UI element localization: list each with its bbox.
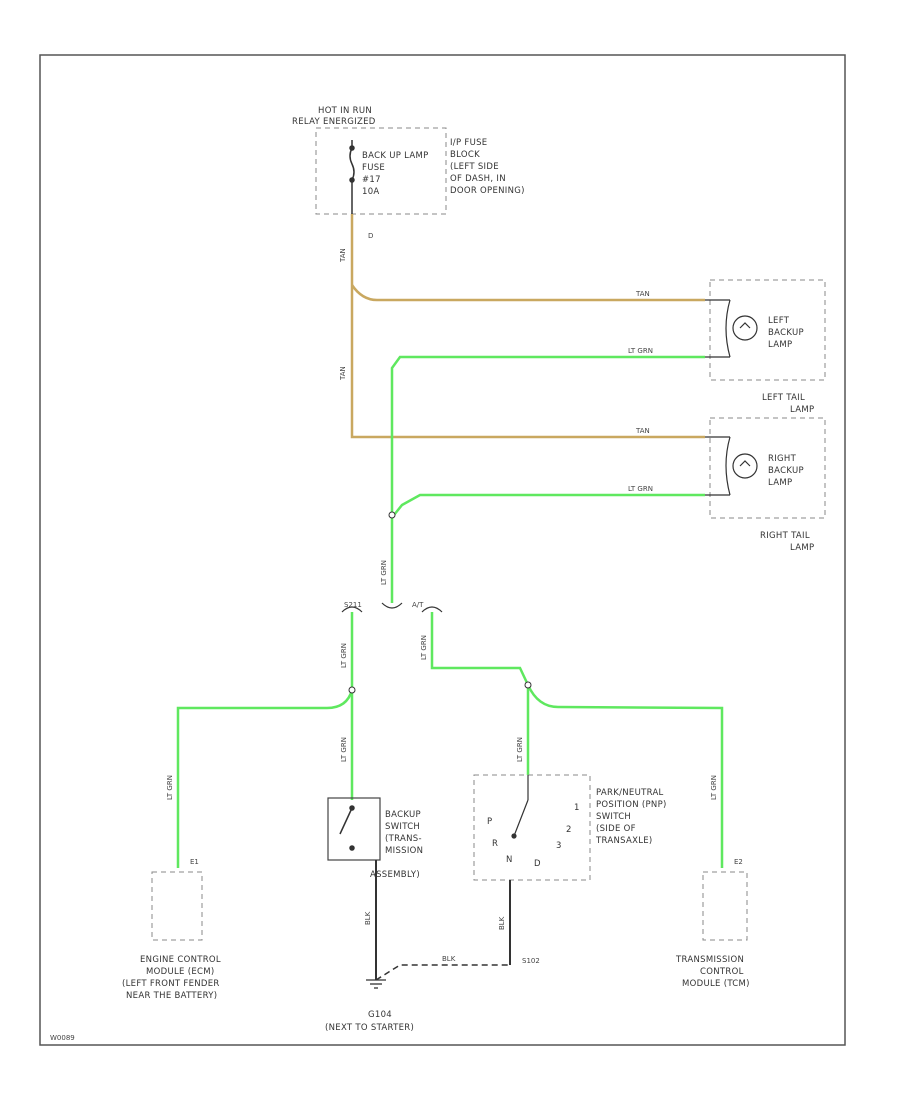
backup-switch-label-2: SWITCH xyxy=(385,822,420,832)
backup-switch-label-3: (TRANS- xyxy=(385,834,422,844)
fuse-symbol xyxy=(349,140,355,214)
wire-label-blk-3: BLK xyxy=(442,955,456,963)
wire-label-tan-4: TAN xyxy=(635,427,650,435)
pnp-pos-n: N xyxy=(506,855,513,865)
right-lamp-label-3: LAMP xyxy=(768,478,792,488)
wire-label-grn-6: LT GRN xyxy=(340,737,348,762)
pnp-switch-box xyxy=(473,774,591,881)
splice-points xyxy=(348,511,532,694)
left-lamp-label-2: BACKUP xyxy=(768,328,804,338)
fuse-line-1: BACK UP LAMP xyxy=(362,151,429,161)
pnp-label-3: SWITCH xyxy=(596,812,631,822)
wire-label-tan-1: TAN xyxy=(339,248,347,263)
left-lamp-label-3: LAMP xyxy=(768,340,792,350)
right-lamp-caption: RIGHT TAIL xyxy=(760,531,810,541)
pnp-label-1: PARK/NEUTRAL xyxy=(596,788,664,798)
wire-label-grn-1: LT GRN xyxy=(628,347,653,355)
ground-label-2: (NEXT TO STARTER) xyxy=(325,1023,414,1033)
backup-switch-box xyxy=(327,797,381,861)
wire-label-grn-7: LT GRN xyxy=(516,737,524,762)
pnp-pos-d: D xyxy=(534,859,541,869)
ground-dashed-wire xyxy=(375,964,510,981)
ecm-label-2: MODULE (ECM) xyxy=(146,967,214,977)
wire-label-tan-3: TAN xyxy=(635,290,650,298)
right-lamp-caption-2: LAMP xyxy=(790,543,814,553)
ground-label: G104 xyxy=(368,1010,392,1020)
pnp-pos-1: 1 xyxy=(574,803,580,813)
backup-switch-icon xyxy=(339,805,355,851)
tcm-box xyxy=(702,871,748,941)
wire-label-tan-2: TAN xyxy=(339,366,347,381)
pnp-label-4: (SIDE OF xyxy=(596,824,636,834)
pnp-pos-3: 3 xyxy=(556,841,562,851)
connector-c2: A/T xyxy=(412,601,424,609)
backup-switch-label-1: BACKUP xyxy=(385,810,421,820)
ecm-box xyxy=(151,871,203,941)
backup-switch-label-5: ASSEMBLY) xyxy=(370,870,420,880)
right-lamp-label-1: RIGHT xyxy=(768,454,797,464)
pnp-label-5: TRANSAXLE) xyxy=(595,836,653,846)
tcm-label-2: CONTROL xyxy=(700,967,744,977)
backup-switch-label-4: MISSION xyxy=(385,846,423,856)
diagram-frame xyxy=(39,54,846,1046)
ecm-label-4: NEAR THE BATTERY) xyxy=(126,991,217,1001)
fuse-line-2: FUSE xyxy=(362,163,385,173)
tan-wires xyxy=(350,214,705,439)
ecm-label-1: ENGINE CONTROL xyxy=(140,955,221,965)
pnp-label-2: POSITION (PNP) xyxy=(596,800,667,810)
green-wires xyxy=(176,355,724,868)
left-lamp-label-1: LEFT xyxy=(768,316,790,326)
wire-label-grn-9: LT GRN xyxy=(710,775,718,800)
black-wires xyxy=(375,860,511,980)
fuse-location-3: (LEFT SIDE xyxy=(450,162,499,172)
pnp-switch-icon xyxy=(511,775,529,839)
wire-label-blk-2: BLK xyxy=(498,916,506,930)
wire-label-grn-4: LT GRN xyxy=(340,643,348,668)
ground-icon xyxy=(366,979,386,989)
right-lamp-label-2: BACKUP xyxy=(768,466,804,476)
fuse-header-2: RELAY ENERGIZED xyxy=(292,117,376,127)
left-lamp-bulb-icon xyxy=(705,299,758,358)
splice-label: S102 xyxy=(522,957,540,965)
fuse-block-box xyxy=(315,127,447,215)
wire-label-grn-3: LT GRN xyxy=(380,560,388,585)
wire-label-blk-1: BLK xyxy=(364,911,372,925)
fuse-location-2: BLOCK xyxy=(450,150,480,160)
fuse-line-4: 10A xyxy=(362,187,380,197)
pnp-pos-r: R xyxy=(492,839,498,849)
ecm-label-3: (LEFT FRONT FENDER xyxy=(122,979,220,989)
fuse-location-1: I/P FUSE xyxy=(450,138,487,148)
left-lamp-box xyxy=(709,279,826,381)
pnp-pos-2: 2 xyxy=(566,825,572,835)
wire-label-grn-8: LT GRN xyxy=(166,775,174,800)
wire-label-grn-2: LT GRN xyxy=(628,485,653,493)
fuse-line-3: #17 xyxy=(362,175,381,185)
ecm-pin: E1 xyxy=(190,858,199,866)
diagram-code: W0089 xyxy=(50,1034,75,1042)
right-lamp-box xyxy=(709,417,826,519)
right-lamp-bulb-icon xyxy=(705,436,758,496)
wire-label-grn-5: LT GRN xyxy=(420,635,428,660)
left-lamp-caption: LEFT TAIL xyxy=(762,393,805,403)
tcm-label-1: TRANSMISSION xyxy=(675,955,744,965)
tcm-pin: E2 xyxy=(734,858,743,866)
left-lamp-caption-2: LAMP xyxy=(790,405,814,415)
pnp-pos-p: P xyxy=(487,817,492,827)
fuse-pin: D xyxy=(368,232,373,240)
connector-break xyxy=(341,602,443,613)
fuse-header-1: HOT IN RUN xyxy=(318,106,372,116)
fuse-location-4: OF DASH, IN xyxy=(450,174,506,184)
connector-c1: S211 xyxy=(344,601,362,609)
fuse-location-5: DOOR OPENING) xyxy=(450,186,525,196)
tcm-label-3: MODULE (TCM) xyxy=(682,979,750,989)
